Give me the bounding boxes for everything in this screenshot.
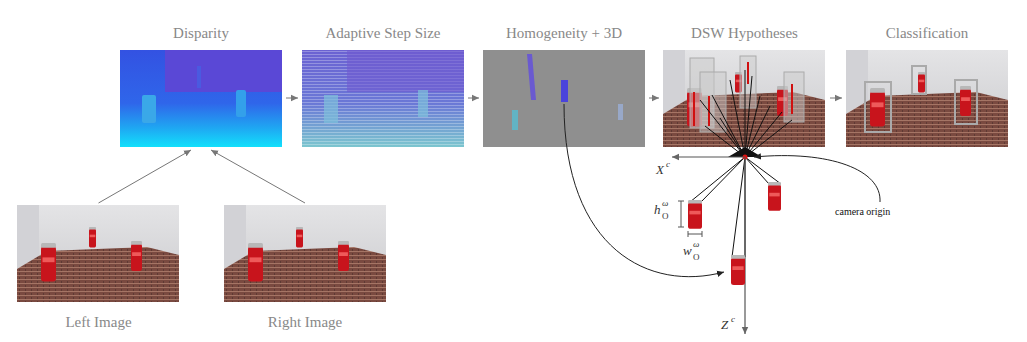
drawing-part: [740, 56, 756, 108]
panel-title: Classification: [882, 22, 973, 44]
drawing-part: [693, 92, 695, 126]
projection-curve: [564, 104, 724, 277]
hypothesis-rays: [690, 70, 792, 257]
drawing-part: [236, 90, 246, 117]
can-object: [768, 182, 781, 211]
drawing-part: [302, 50, 464, 147]
drawing-part: [142, 95, 156, 123]
drawing-part: [483, 50, 645, 147]
drawing-part: [663, 50, 825, 147]
panel-title: Left Image: [61, 311, 135, 333]
drawing-part: [120, 50, 282, 147]
drawing-part: [730, 80, 745, 157]
drawing-part: [700, 72, 726, 132]
can-object: [688, 200, 702, 229]
image-panel: Left Image: [17, 205, 180, 333]
origin-leader: [754, 156, 880, 202]
axis-superscript: c: [731, 315, 735, 324]
panel-title: Right Image: [264, 311, 347, 333]
callout-note: camera origin: [835, 207, 890, 217]
drawing-part: [846, 50, 1008, 147]
disparity-map: [120, 50, 282, 147]
drawing-part: [347, 50, 464, 92]
drawing-part: [745, 70, 746, 157]
dimension-label: w: [683, 244, 692, 257]
dsw-hypotheses-photo: [663, 50, 825, 147]
drawing-part: [197, 66, 201, 88]
dimension-superscript: ω: [693, 240, 699, 249]
drawing-part: [701, 157, 745, 202]
drawing-part: [688, 231, 689, 237]
right-image-photo: [224, 205, 386, 302]
drawing-part: [618, 104, 623, 120]
flow-arrow: [830, 98, 842, 99]
classification-photo: [846, 50, 1008, 147]
drawing-part: [912, 66, 926, 94]
left-image-photo: [17, 205, 179, 302]
drawing-part: [561, 80, 568, 102]
z-axis: [744, 157, 745, 334]
drawing-part: [418, 90, 428, 117]
drawing-part: [712, 95, 745, 157]
panel-title: DSW Hypotheses: [687, 22, 802, 44]
drawing-part: [791, 84, 793, 114]
drawing-part: [865, 82, 891, 132]
drawing-part: [302, 50, 464, 147]
drawing-part: [512, 110, 518, 130]
drawing-part: [784, 72, 804, 122]
axis-superscript: c: [666, 160, 670, 169]
drawing-part: [165, 50, 282, 92]
drawing-part: [678, 227, 684, 228]
flow-arrow: [286, 98, 298, 99]
image-panel: Adaptive Step Size: [302, 22, 464, 147]
panel-title: Disparity: [169, 22, 233, 44]
drawing-part: [955, 80, 977, 124]
axis-label: X: [656, 163, 664, 176]
panel-title: Homogeneity + 3D: [502, 22, 626, 44]
panel-title: Adaptive Step Size: [322, 22, 445, 44]
flow-arrow: [468, 98, 479, 99]
drawing-part: [690, 157, 745, 202]
axis-label: Z: [721, 318, 728, 331]
drawing-part: [745, 157, 769, 184]
image-panel: Classification: [846, 22, 1008, 147]
drawing-part: [702, 231, 703, 237]
x-axis: [672, 156, 745, 157]
dimension-subscript: O: [693, 253, 700, 262]
drawing-part: [700, 100, 745, 157]
drawing-part: [527, 54, 536, 100]
dimension-subscript: O: [662, 212, 669, 221]
drawing-part: [678, 201, 684, 202]
image-panel: Homogeneity + 3D: [483, 22, 645, 147]
step-size-map: [302, 50, 464, 147]
image-panel: Right Image: [224, 205, 386, 333]
dimension-superscript: ω: [662, 199, 668, 208]
dimension-label: h: [654, 203, 661, 216]
height-dimension: [678, 201, 684, 227]
flow-arrow: [211, 150, 305, 203]
drawing-part: [681, 201, 682, 227]
drawing-part: [324, 95, 338, 123]
flow-arrow: [649, 98, 659, 99]
drawing-part: [688, 234, 702, 235]
image-panel: DSW Hypotheses: [663, 22, 826, 147]
drawing-part: [732, 157, 745, 257]
drawing-part: [747, 62, 749, 84]
can-object: [731, 255, 745, 285]
homogeneity-map: [483, 50, 645, 147]
width-dimension: [688, 231, 702, 237]
flow-arrow: [99, 150, 192, 203]
drawing-part: [745, 112, 782, 157]
image-panel: Disparity: [120, 22, 282, 147]
drawing-part: [745, 157, 781, 184]
